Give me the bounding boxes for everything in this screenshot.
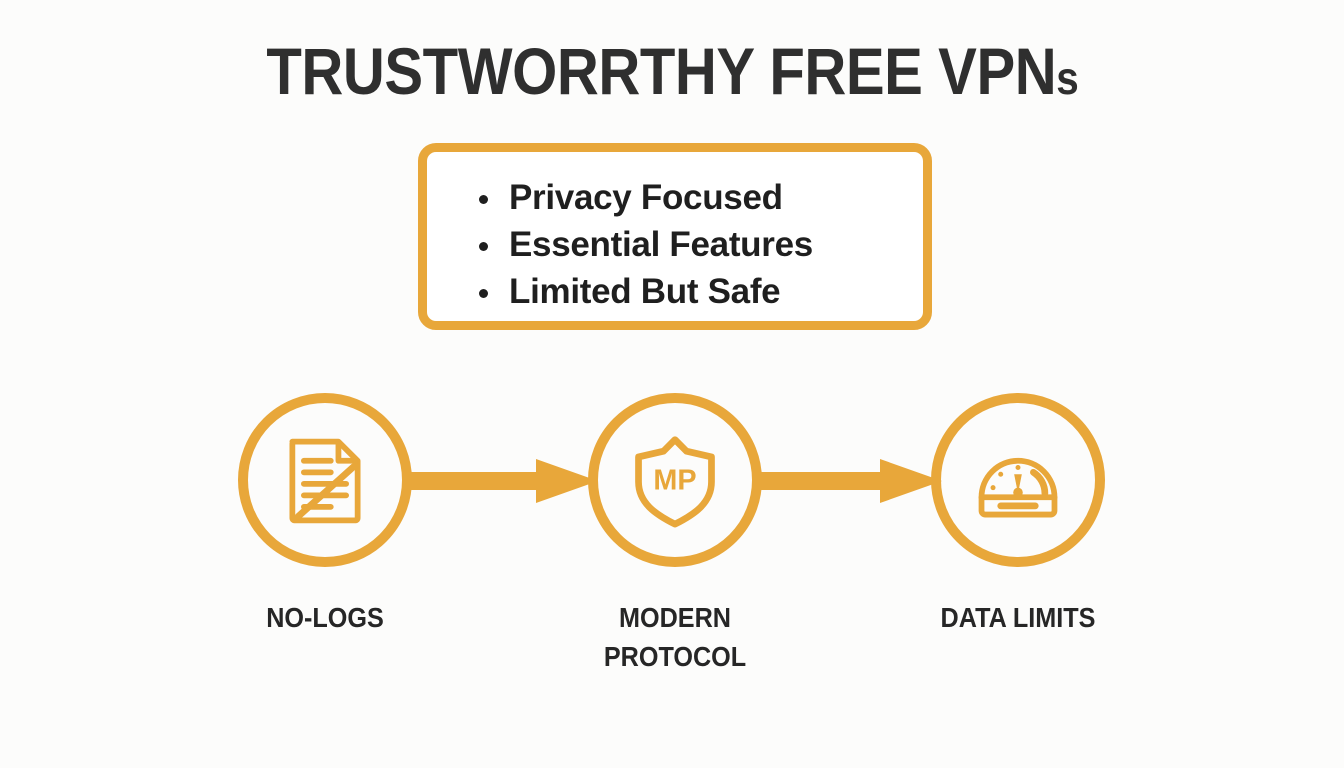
svg-text:MP: MP xyxy=(653,465,696,497)
bullet-label: Limited But Safe xyxy=(509,272,781,311)
node-circle-outline xyxy=(238,393,412,567)
list-item: Limited But Safe xyxy=(479,268,923,315)
feature-callout-box: Privacy Focused Essential Features Limit… xyxy=(418,143,932,330)
document-strikethrough-icon xyxy=(289,438,361,524)
page-title-suffix: s xyxy=(1056,52,1079,104)
bullet-dot-icon xyxy=(479,195,488,204)
page-title-main: TRUSTWORRTHY FREE VPN xyxy=(266,34,1057,108)
shield-mp-icon: MP xyxy=(635,436,715,528)
bullet-dot-icon xyxy=(479,242,488,251)
flow-label-line: MODERN xyxy=(618,602,731,633)
list-item: Essential Features xyxy=(479,221,923,268)
feature-bullet-list: Privacy Focused Essential Features Limit… xyxy=(427,152,923,315)
flow-arrow-right-icon xyxy=(408,459,598,503)
bullet-label: Essential Features xyxy=(509,225,813,264)
speedometer-gauge-icon xyxy=(978,458,1058,518)
bullet-dot-icon xyxy=(479,289,488,298)
flow-node-data-limits xyxy=(931,393,1105,567)
flow-label-data-limits: DATA LIMITS xyxy=(892,598,1144,637)
flow-label-modern-protocol: MODERN PROTOCOL xyxy=(549,598,801,676)
bullet-label: Privacy Focused xyxy=(509,178,783,217)
list-item: Privacy Focused xyxy=(479,174,923,221)
title-container: TRUSTWORRTHY FREE VPNs xyxy=(0,36,1344,113)
flow-label-no-logs: NO-LOGS xyxy=(199,598,451,637)
page-title: TRUSTWORRTHY FREE VPNs xyxy=(266,36,1078,113)
flow-diagram: MP xyxy=(0,393,1344,573)
flow-node-modern-protocol: MP xyxy=(588,393,762,567)
flow-label-line: PROTOCOL xyxy=(603,641,747,672)
flow-label-line: NO-LOGS xyxy=(266,602,384,633)
flow-label-line: DATA LIMITS xyxy=(940,602,1096,633)
flow-arrow-right-icon xyxy=(752,459,942,503)
node-circle-outline xyxy=(931,393,1105,567)
flow-node-no-logs xyxy=(238,393,412,567)
